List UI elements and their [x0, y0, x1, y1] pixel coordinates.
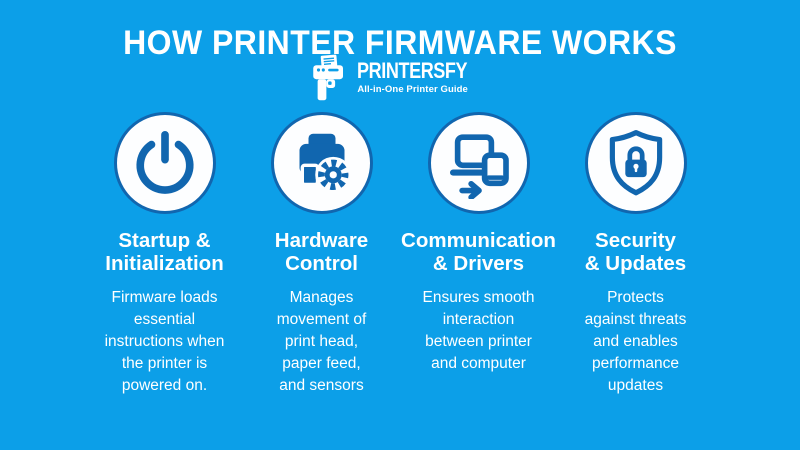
brand-logo: PRINTERSFY All-in-One Printer Guide: [0, 50, 800, 104]
shield-lock-icon: [609, 130, 662, 196]
brand-tagline: All-in-One Printer Guide: [357, 84, 468, 96]
feature-column-startup: Startup & Initialization Firmware loads …: [86, 112, 243, 397]
brand-logo-text: PRINTERSFY All-in-One Printer Guide: [357, 59, 491, 95]
feature-heading: Hardware Control: [274, 229, 369, 276]
security-icon-badge: [584, 112, 687, 214]
page-title: HOW PRINTER FIRMWARE WORKS: [123, 24, 677, 62]
feature-heading: Startup & Initialization: [105, 229, 224, 276]
feature-heading: Communication & Drivers: [401, 229, 556, 276]
feature-description: Protects against threats and enables per…: [584, 289, 687, 395]
devices-sync-icon: [449, 134, 509, 199]
printer-gear-icon: [299, 133, 351, 193]
feature-columns: Startup & Initialization Firmware loads …: [0, 112, 800, 397]
feature-column-communication: Communication & Drivers Ensures smooth i…: [400, 112, 557, 397]
printersfy-printer-logo-icon: [308, 52, 350, 102]
brand-name: PRINTERSFY: [357, 57, 468, 83]
hardware-icon-badge: [270, 112, 373, 214]
feature-description: Firmware loads essential instructions wh…: [104, 289, 225, 395]
startup-icon-badge: [113, 112, 216, 214]
power-icon: [135, 131, 194, 194]
communication-icon-badge: [427, 112, 530, 214]
feature-column-security: Security & Updates Protects against thre…: [557, 112, 714, 397]
feature-description: Manages movement of print head, paper fe…: [276, 289, 367, 395]
feature-description: Ensures smooth interaction between print…: [422, 289, 535, 373]
feature-column-hardware: Hardware Control Manages movement of pri…: [243, 112, 400, 397]
feature-heading: Security & Updates: [584, 229, 687, 276]
